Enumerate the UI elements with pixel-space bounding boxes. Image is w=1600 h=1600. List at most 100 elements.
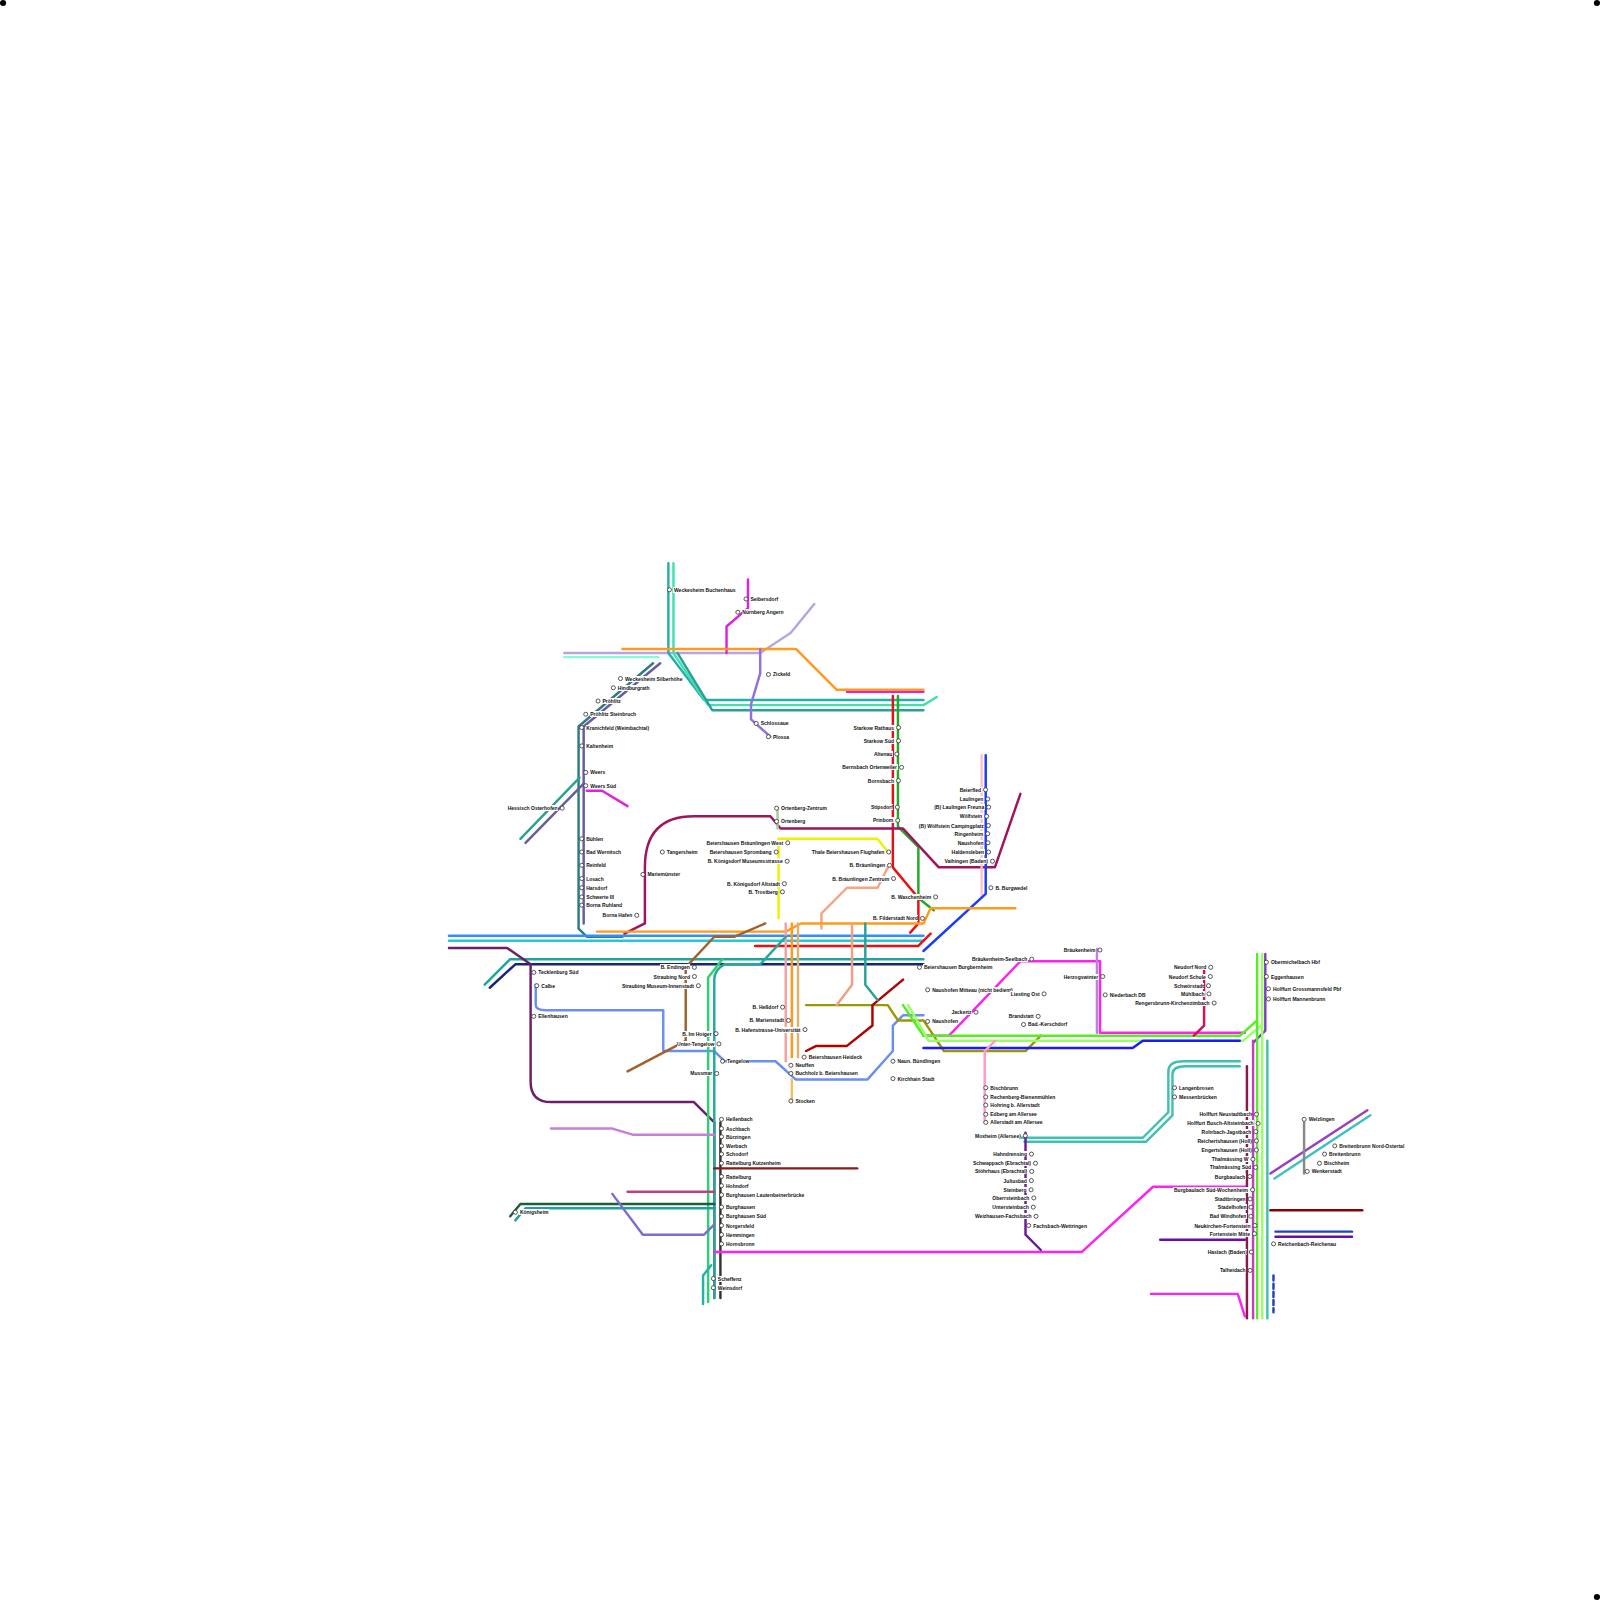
station-label: Haslach (Baden) — [1207, 1249, 1247, 1255]
station-label: Bornsbach — [867, 778, 894, 784]
station-label: Seibersdorf — [750, 596, 779, 602]
station-dot — [1249, 1250, 1253, 1254]
station-label: Rengersbrunn-Kirchenzimbach — [1135, 1000, 1210, 1006]
station-label: Burgbaulach — [1214, 1174, 1246, 1180]
station-dot — [667, 588, 671, 592]
station-dot — [786, 841, 790, 845]
station-label: B. Bräunlingen Zentrum — [832, 876, 890, 882]
station-label: Weckesheim Buchenhaus — [673, 587, 736, 593]
station-dot — [802, 1055, 806, 1059]
station-label: Bernsbach Ortenweiler — [842, 764, 898, 770]
station-dot — [532, 970, 536, 974]
station-dot — [780, 890, 784, 894]
station-label: Zickeld — [772, 671, 790, 677]
station-label: Beierfled — [959, 787, 981, 793]
station-label: Breitenbrunn — [1329, 1151, 1361, 1157]
station-label: Moxheim (Allersee) — [974, 1133, 1021, 1139]
station-dot — [719, 1242, 723, 1246]
station-dot — [1042, 992, 1046, 996]
station-dot — [1254, 1148, 1258, 1152]
station-label: B. Im Hoiger — [682, 1031, 712, 1037]
station-dot — [720, 1059, 724, 1063]
station-label: Burghausen — [726, 1204, 756, 1210]
station-label: Borna Hafen — [602, 912, 633, 918]
station-dot — [986, 823, 990, 827]
station-dot — [1208, 974, 1212, 978]
station-label: Neukirchen-Fortenstein — [1194, 1223, 1251, 1229]
station-dot — [580, 895, 584, 899]
station-dot — [715, 1071, 719, 1075]
station-dot — [719, 1233, 723, 1237]
station-label: B. Heßdorf — [752, 1004, 779, 1010]
station-dot — [580, 877, 584, 881]
station-dot — [1272, 1242, 1276, 1246]
station-dot — [926, 988, 930, 992]
station-dot — [719, 1127, 723, 1131]
station-dot — [1254, 1139, 1258, 1143]
station-label: Unter-Tengelow — [677, 1041, 715, 1047]
station-dot — [896, 779, 900, 783]
station-dot — [719, 1174, 723, 1178]
station-dot — [719, 1184, 723, 1188]
station-dot — [1212, 1001, 1216, 1005]
station-label: Königsheim — [519, 1209, 549, 1215]
station-dot — [596, 699, 600, 703]
station-label: B. Königsdorf Altstadt — [727, 881, 781, 887]
station-dot — [897, 739, 901, 743]
station-label: Losach — [586, 876, 605, 882]
station-label: Nürnberg Angern — [742, 609, 784, 615]
station-dot — [985, 814, 989, 818]
station-label: Naushofen Mitteau (nicht bedient) — [932, 987, 1014, 993]
station-dot — [1029, 1179, 1033, 1183]
station-dot — [1254, 1130, 1258, 1134]
station-label: Pröhlitz Steinbruch — [590, 711, 637, 717]
station-dot — [1173, 1095, 1177, 1099]
station-dot — [786, 1018, 790, 1022]
station-label: Langenbrosen — [1179, 1085, 1214, 1091]
station-label: Fachsbach-Wettringen — [1033, 1223, 1088, 1229]
station-label: Wenkerstadt — [1311, 1168, 1342, 1174]
station-label: Kaltenheim — [586, 743, 614, 749]
station-label: Stöhrhaus (Ebrachtal) — [974, 1168, 1027, 1174]
station-label: Bad Windhofen — [1209, 1213, 1247, 1219]
station-dot — [1173, 1086, 1177, 1090]
station-dot — [1248, 1197, 1252, 1201]
station-label: Thale Beiershausen Flughafen — [811, 849, 885, 855]
station-label: Mühlbach — [1181, 991, 1205, 997]
station-dot — [891, 1059, 895, 1063]
station-dot — [1251, 1157, 1255, 1161]
station-dot — [513, 1210, 517, 1214]
station-dot — [532, 1014, 536, 1018]
station-dot — [1317, 1161, 1321, 1165]
station-dot — [1266, 987, 1270, 991]
station-label: Ringenheim — [954, 831, 984, 837]
station-label: Neudorf Schule — [1168, 974, 1206, 980]
station-label: Stocken — [795, 1098, 815, 1104]
station-dot — [719, 1152, 723, 1156]
station-label: Kirchhain Stadt — [897, 1076, 935, 1082]
station-label: Naushofen — [932, 1018, 959, 1024]
station-label: Vaihingen (Baden) — [944, 858, 989, 864]
station-dot — [1031, 1205, 1035, 1209]
station-dot — [766, 672, 770, 676]
station-label: Schlossaue — [760, 720, 789, 726]
station-label: Scheffenz — [717, 1276, 742, 1282]
station-label: Beiershausen Bräunlingen West — [706, 840, 784, 846]
station-dot — [989, 886, 993, 890]
station-label: Rattelburg Kutzenheim — [726, 1160, 782, 1166]
station-label: Schwappach (Ebrachtal) — [972, 1160, 1031, 1166]
station-dot — [785, 859, 789, 863]
station-dot — [1103, 993, 1107, 997]
station-label: Talheidach — [1219, 1267, 1246, 1273]
station-dot — [560, 806, 564, 810]
station-dot — [719, 1117, 723, 1121]
station-dot — [1254, 1165, 1258, 1169]
station-label: Obermichelbach Hbf — [1270, 959, 1320, 965]
station-dot — [618, 677, 622, 681]
station-dot — [584, 784, 588, 788]
station-label: (B) Wölfstein Campingplatz — [918, 823, 984, 829]
station-dot — [580, 850, 584, 854]
station-label: Kranichfeld (Weimbachtal) — [586, 725, 650, 731]
station-dot — [717, 1042, 721, 1046]
